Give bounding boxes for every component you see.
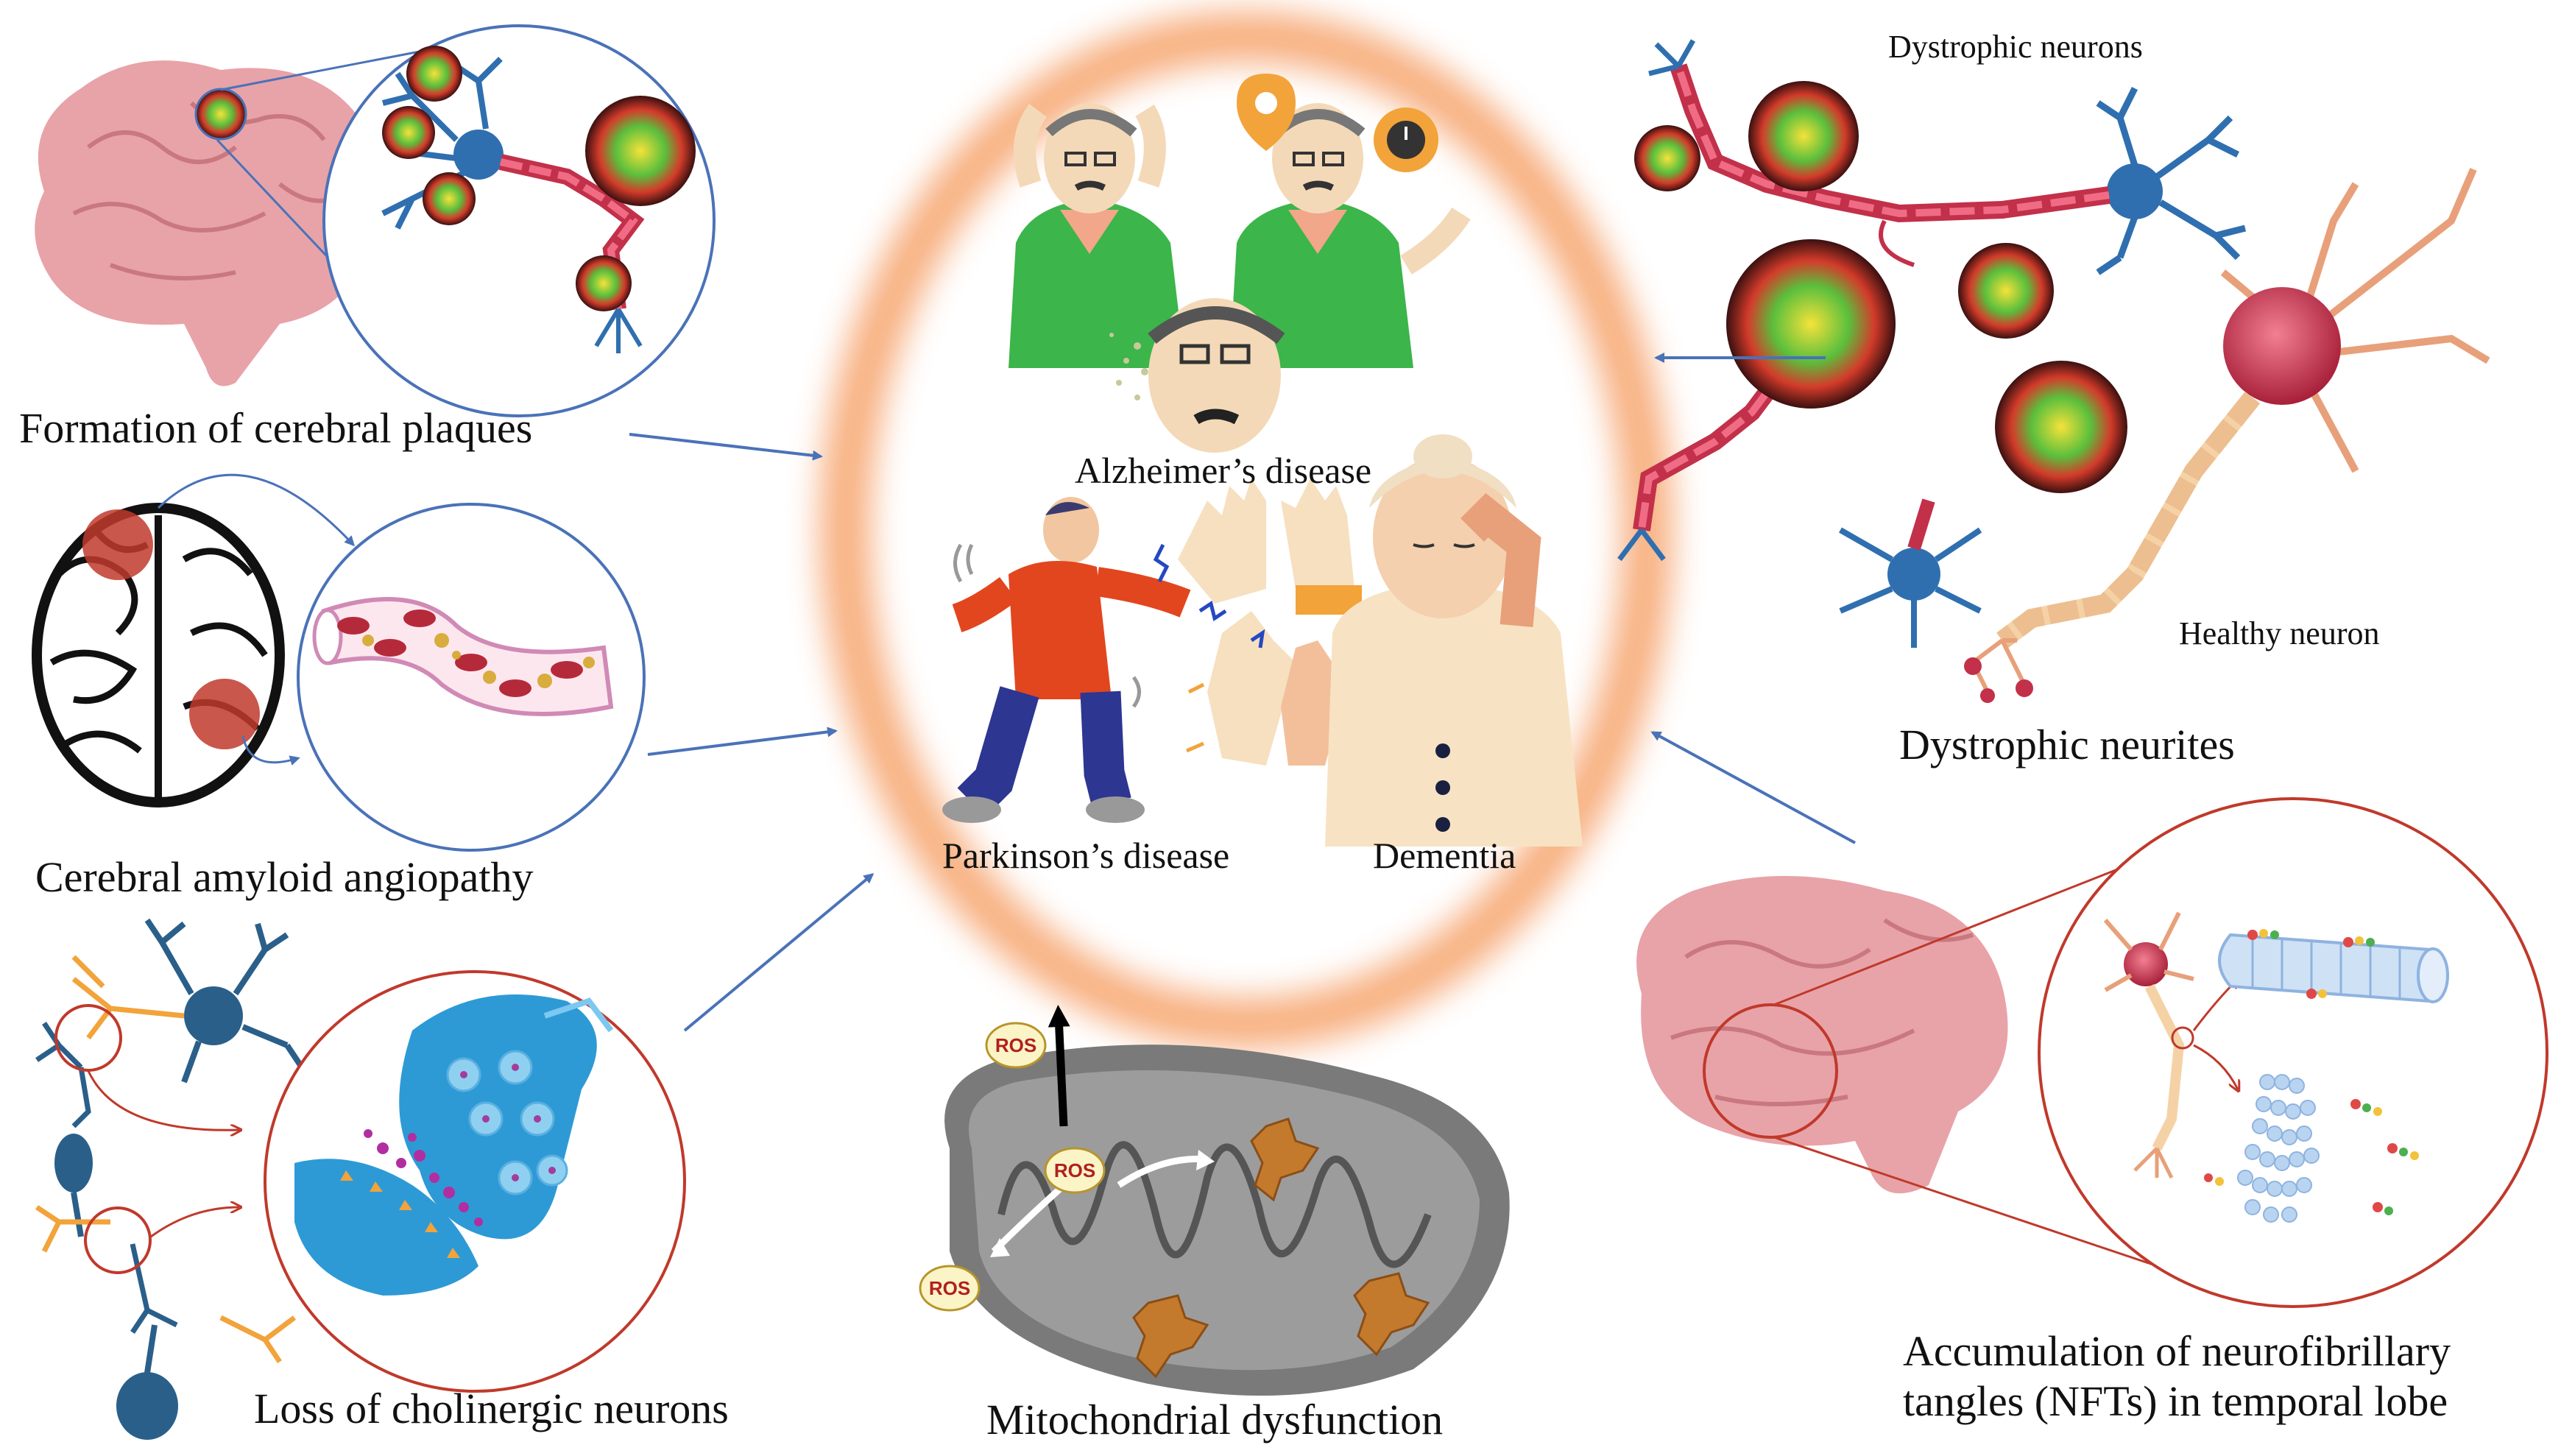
plaque-zoom-circle [322,24,716,417]
ros-text-left: ROS [929,1277,970,1299]
neuron-icon [35,918,305,1440]
plaque-icon [194,88,247,141]
brain-icon [35,60,384,386]
plaques-panel [35,24,716,417]
plaque-icon [1995,361,2127,493]
plaque-icon [423,172,476,225]
arrow-cholinergic [683,873,875,1032]
label-dystrophic-neurons: Dystrophic neurons [1888,29,2143,65]
angiopathy-panel [32,473,646,852]
plaque-icon [1958,243,2054,339]
blood-vessel-icon [312,597,614,716]
arrow-nfts [1650,731,1856,844]
plaque-icon [1634,125,1700,191]
nft-zoom-circle [2038,797,2548,1308]
clock-icon [1374,107,1438,172]
label-dementia: Dementia [1373,835,1516,876]
label-dystrophic-neurites: Dystrophic neurites [1899,721,2235,768]
plaque-icon [189,679,260,749]
elderly-person-icon [1008,103,1185,368]
brain-icon [1636,876,2008,1194]
label-mitochondrial: Mitochondrial dysfunction [986,1396,1444,1443]
plaque-icon [1726,239,1896,409]
label-healthy-neuron: Healthy neuron [2179,615,2380,651]
location-icon [1237,74,1296,151]
plaque-icon [585,96,696,206]
elderly-person-icon [1229,103,1471,368]
label-plaques: Formation of cerebral plaques [19,404,533,452]
elderly-person-icon [1109,298,1285,453]
hand-tremor-icon [1153,478,1383,766]
plaque-icon [406,46,462,102]
dystrophic-neurites-panel [1617,39,2490,703]
neuron-icon [1617,39,2247,648]
ros-badge-left [919,1265,981,1312]
plaque-icon [82,509,153,580]
mitochondrion-icon [944,1005,1510,1396]
healthy-neuron-icon [1964,168,2490,703]
ros-badge-center [1044,1147,1106,1194]
label-alzheimers: Alzheimer’s disease [1075,450,1372,491]
alzheimers-figures [1008,74,1471,453]
label-parkinsons: Parkinson’s disease [942,835,1230,876]
plaque-icon [382,106,435,159]
ros-badges: ROS ROS ROS [919,1022,1106,1312]
brain-icon [32,503,285,807]
nft-panel [1636,797,2548,1308]
ros-badge-top [985,1022,1047,1069]
parkinsons-figure [942,497,1191,823]
arrow-angiopathy [647,727,838,756]
plaque-icon [576,255,632,311]
neuron-icon [2103,911,2238,1179]
dementia-figure [1325,434,1583,847]
ros-text-center: ROS [1054,1159,1095,1181]
plaque-icon [1748,81,1859,191]
label-angiopathy: Cerebral amyloid angiopathy [35,853,534,901]
cholinergic-panel [35,918,686,1440]
arrow-plaques [629,433,823,461]
synapse-icon [294,994,614,1296]
label-nfts: Accumulation of neurofibrillary tangles … [1903,1327,2451,1425]
ros-text-top: ROS [995,1034,1036,1056]
label-cholinergic: Loss of cholinergic neurons [254,1385,729,1432]
microtubule-icon [2218,929,2449,1003]
tangle-icon [2204,1074,2419,1223]
